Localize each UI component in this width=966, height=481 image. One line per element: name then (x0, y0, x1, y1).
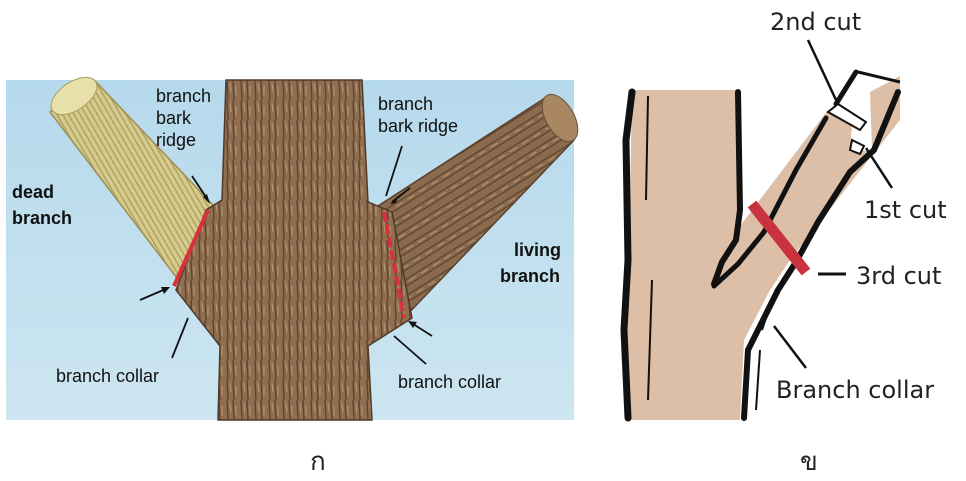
bark-ridge-right-label-1: branch (378, 94, 433, 114)
living-branch-label-1: living (514, 240, 561, 260)
collar-left-label: branch collar (56, 366, 159, 386)
panel-b-drawing: 2nd cut 1st cut 3rd cut Branch collar (624, 8, 947, 420)
leader-collar (774, 326, 806, 368)
collar-right-label: branch collar (398, 372, 501, 392)
caption-panel-a: ก (310, 447, 326, 477)
dead-branch-label-1: dead (12, 182, 54, 202)
second-cut-label: 2nd cut (770, 8, 861, 36)
leader-second-cut (808, 40, 836, 100)
bark-ridge-right-label-2: bark ridge (378, 116, 458, 136)
caption-panel-b: ข (800, 447, 818, 477)
panel-a-illustration: dead branch living branch branch bark ri… (6, 70, 585, 420)
bark-ridge-left-label-3: ridge (156, 130, 196, 150)
branch-collar-label: Branch collar (776, 376, 934, 404)
stub-upper-outline (836, 72, 856, 104)
dead-branch-label-2: branch (12, 208, 72, 228)
leader-first-cut (866, 148, 892, 188)
stub-end-outline (858, 72, 900, 82)
first-cut-notch (850, 140, 864, 154)
third-cut-label: 3rd cut (856, 262, 941, 290)
bark-ridge-left-label-2: bark (156, 108, 192, 128)
bark-ridge-left-label-1: branch (156, 86, 211, 106)
first-cut-label: 1st cut (864, 196, 947, 224)
living-branch-label-2: branch (500, 266, 560, 286)
